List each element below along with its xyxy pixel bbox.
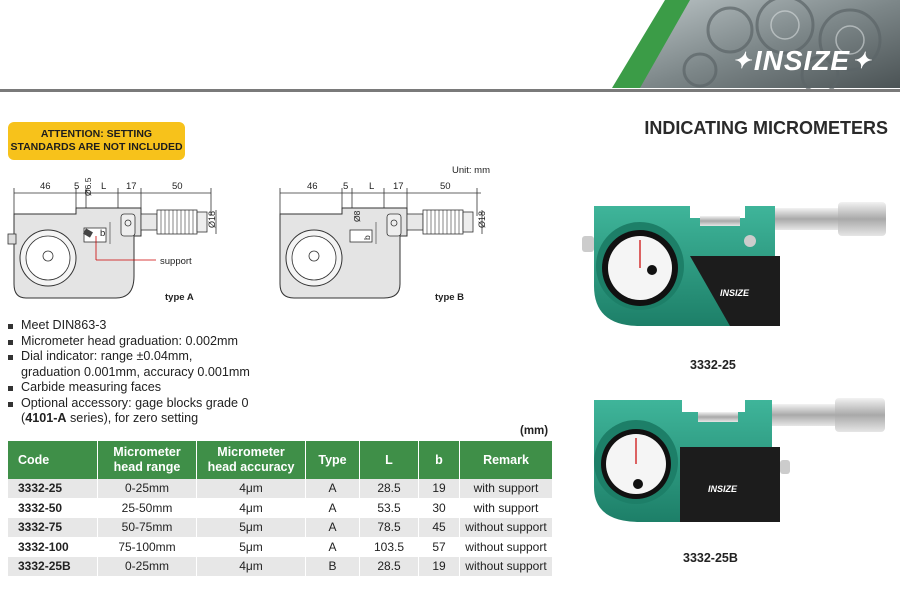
dim-46-b: 46	[307, 181, 318, 192]
cell-L: 78.5	[359, 517, 419, 538]
dim-diameter-b: Ø8	[352, 210, 362, 222]
product-photo-3332-25b: INSIZE	[594, 398, 885, 522]
dim-18-b: Ø18	[477, 210, 487, 228]
feature-list: Meet DIN863-3 Micrometer head graduation…	[8, 318, 308, 427]
cell-range: 0-25mm	[97, 479, 197, 499]
product-logo-2: INSIZE	[708, 484, 738, 494]
cell-type: B	[305, 556, 360, 577]
col-code: Code	[8, 441, 98, 479]
col-b: b	[418, 441, 460, 479]
header-banner	[612, 0, 900, 92]
cell-range: 75-100mm	[97, 537, 197, 557]
col-L: L	[359, 441, 419, 479]
cell-b: 57	[418, 537, 460, 557]
unit-note: Unit: mm	[452, 165, 490, 176]
cell-type: A	[305, 479, 360, 499]
cell-L: 53.5	[359, 498, 419, 518]
dim-18-a: Ø18	[207, 210, 217, 228]
col-remark: Remark	[459, 441, 553, 479]
cell-accuracy: 4μm	[196, 556, 306, 577]
cell-b: 30	[418, 498, 460, 518]
diagram-type-a	[7, 188, 217, 299]
caption-type-b: type B	[435, 292, 465, 303]
attention-line-2: STANDARDS ARE NOT INCLUDED	[10, 141, 183, 153]
feature-item: Meet DIN863-3	[8, 318, 308, 334]
cell-code: 3332-75	[8, 517, 98, 538]
product-photo-3332-25: INSIZE	[582, 202, 886, 326]
product-caption-1: 3332-25	[690, 358, 736, 372]
feature-item: Carbide measuring faces	[8, 380, 308, 396]
feature-item-continued: (4101-A series), for zero setting	[21, 411, 199, 425]
cell-accuracy: 4μm	[196, 498, 306, 518]
cell-code: 3332-25B	[8, 556, 98, 577]
cell-type: A	[305, 517, 360, 538]
caption-type-a: type A	[165, 292, 194, 303]
dim-50: 50	[172, 181, 183, 192]
feature-item: Optional accessory: gage blocks grade 0	[8, 396, 308, 412]
cell-remark: with support	[459, 479, 553, 499]
feature-item-continued: graduation 0.001mm, accuracy 0.001mm	[21, 364, 250, 379]
col-type: Type	[305, 441, 360, 479]
cell-b: 19	[418, 556, 460, 577]
cell-range: 0-25mm	[97, 556, 197, 577]
cell-accuracy: 4μm	[196, 479, 306, 499]
cell-range: 50-75mm	[97, 517, 197, 538]
dim-b-a: b	[100, 228, 106, 239]
table-unit: (mm)	[520, 425, 549, 437]
cell-L: 103.5	[359, 537, 419, 557]
page-title: INDICATING MICROMETERS	[644, 118, 888, 138]
insize-logo: ✦INSIZE✦	[732, 45, 872, 76]
cell-code: 3332-25	[8, 479, 98, 499]
cell-remark: without support	[459, 537, 553, 557]
dim-L: L	[101, 181, 107, 192]
dim-17: 17	[126, 181, 137, 192]
feature-item: Micrometer head graduation: 0.002mm	[8, 334, 308, 350]
cell-type: A	[305, 498, 360, 518]
dim-17-b: 17	[393, 181, 404, 192]
dim-50-b: 50	[440, 181, 451, 192]
cell-code: 3332-50	[8, 498, 98, 518]
dim-5: 5	[74, 181, 80, 192]
cell-L: 28.5	[359, 479, 419, 499]
cell-remark: without support	[459, 517, 553, 538]
diagram-type-b	[279, 188, 483, 299]
cell-L: 28.5	[359, 556, 419, 577]
cell-b: 19	[418, 479, 460, 499]
product-caption-2: 3332-25B	[683, 551, 738, 565]
cell-accuracy: 5μm	[196, 517, 306, 538]
feature-item: Dial indicator: range ±0.04mm,	[8, 349, 308, 365]
dim-5-b: 5	[343, 181, 349, 192]
dim-L-b: L	[369, 181, 375, 192]
cell-remark: with support	[459, 498, 553, 518]
dim-diameter-a: Ø6.5	[83, 177, 93, 196]
cell-code: 3332-100	[8, 537, 98, 557]
support-label: support	[160, 256, 192, 267]
accessory-code: 4101-A	[25, 411, 67, 425]
attention-line-1: ATTENTION: SETTING	[40, 128, 153, 140]
dim-b-b: b	[362, 235, 372, 240]
cell-range: 25-50mm	[97, 498, 197, 518]
cell-accuracy: 5μm	[196, 537, 306, 557]
header-divider	[0, 89, 900, 92]
product-logo-1: INSIZE	[720, 288, 750, 298]
attention-badge: ATTENTION: SETTING STANDARDS ARE NOT INC…	[8, 122, 185, 160]
cell-type: A	[305, 537, 360, 557]
dim-46: 46	[40, 181, 51, 192]
cell-b: 45	[418, 517, 460, 538]
cell-remark: without support	[459, 556, 553, 577]
